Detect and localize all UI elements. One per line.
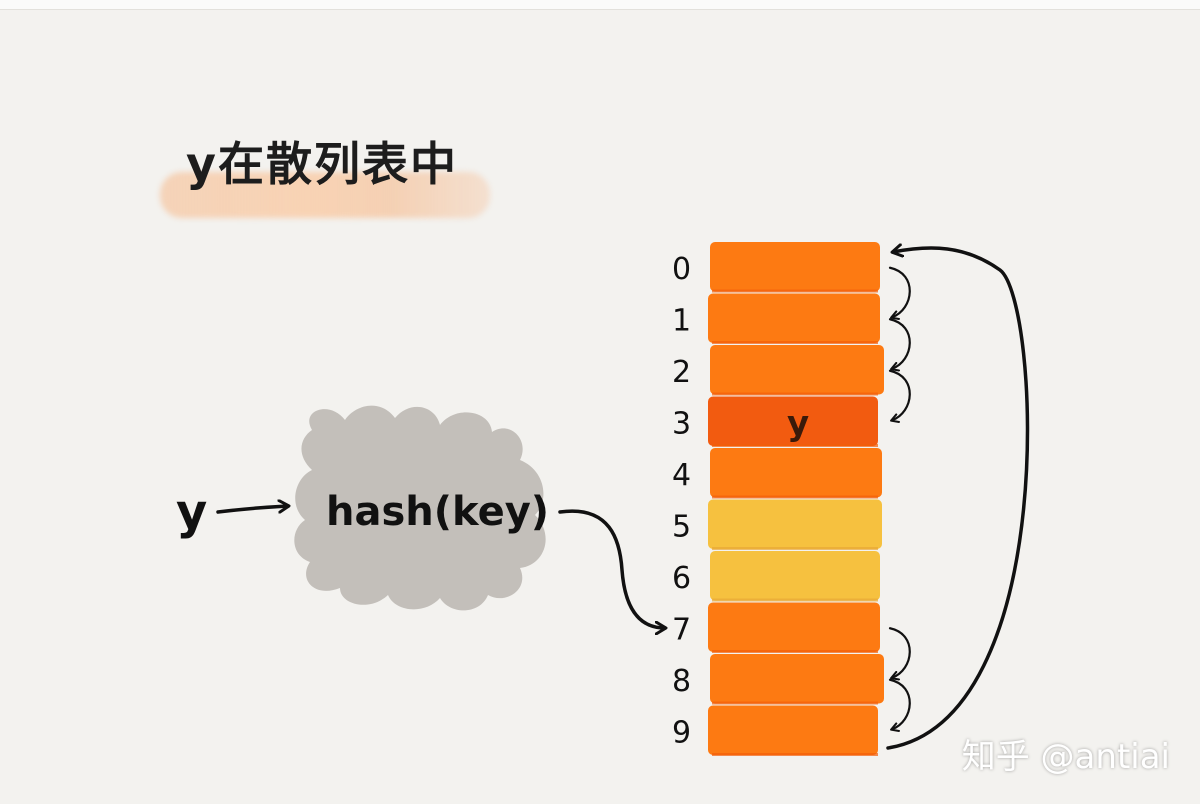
- slot-index-label: 0: [672, 252, 691, 287]
- slot-fill: [710, 551, 880, 601]
- slot-index-label: 4: [672, 458, 691, 493]
- slot-index-label: 3: [672, 406, 691, 441]
- hash-slot: [710, 448, 882, 499]
- slot-seam: [712, 444, 878, 447]
- probe-arrow: [888, 266, 911, 320]
- hash-slot: [708, 602, 880, 653]
- slot-index-label: 5: [672, 509, 691, 544]
- slot-fill: [708, 293, 880, 343]
- hash-slot: y: [708, 396, 878, 447]
- slot-seam: [712, 341, 878, 344]
- probe-arrow: [888, 627, 911, 681]
- slot-seam: [712, 392, 878, 396]
- probe-arrow: [888, 678, 911, 732]
- slot-fill: [710, 242, 880, 292]
- arrow-key-to-hash: [216, 506, 288, 514]
- slot-fill: [710, 345, 884, 395]
- slot-fill: [710, 654, 884, 704]
- hash-slot: [708, 293, 880, 344]
- slot-fill: [708, 705, 878, 755]
- slot-seam: [712, 495, 878, 499]
- arrow-hash-to-slot: [558, 509, 665, 628]
- title-highlight: [160, 172, 490, 218]
- input-key-label: y: [176, 484, 207, 540]
- slot-fill: [708, 396, 878, 446]
- slot-seam: [712, 289, 878, 293]
- slot-index-label: 8: [672, 664, 691, 699]
- wrap-around-arrow: [886, 248, 1030, 750]
- hash-slot: [710, 654, 884, 705]
- slot-seam: [712, 598, 878, 602]
- slot-index-label: 7: [672, 612, 691, 647]
- slot-index-label: 1: [672, 303, 691, 338]
- slot-fill: [708, 602, 880, 652]
- slot-index-label: 9: [672, 715, 691, 750]
- watermark: 知乎 @antiai: [961, 737, 1170, 777]
- slot-seam: [712, 650, 878, 653]
- slot-seam: [712, 547, 878, 550]
- probe-arrow: [888, 369, 911, 423]
- probe-arrow: [888, 318, 911, 372]
- diagram-title: y在散列表中: [186, 137, 458, 191]
- slot-fill: [708, 499, 882, 549]
- slot-index-label: 2: [672, 355, 691, 390]
- slot-fill: [710, 448, 882, 498]
- top-border: [0, 0, 1200, 10]
- hash-slot: [710, 242, 880, 293]
- hash-table-slots: y: [708, 242, 884, 756]
- hash-slot: [710, 345, 884, 396]
- hash-slot: [708, 499, 882, 550]
- hash-slot: [710, 551, 880, 602]
- slot-seam: [712, 701, 878, 705]
- hash-function-label: hash(key): [326, 489, 549, 535]
- hash-cloud: [294, 405, 546, 611]
- hash-table-indices: 0 1 2 3 4 5 6 7 8 9: [672, 252, 691, 751]
- hash-slot: [708, 705, 878, 756]
- slot-index-label: 6: [672, 561, 691, 596]
- slot-seam: [712, 753, 878, 756]
- slot-label: y: [787, 403, 809, 443]
- probe-arrows: [888, 266, 911, 732]
